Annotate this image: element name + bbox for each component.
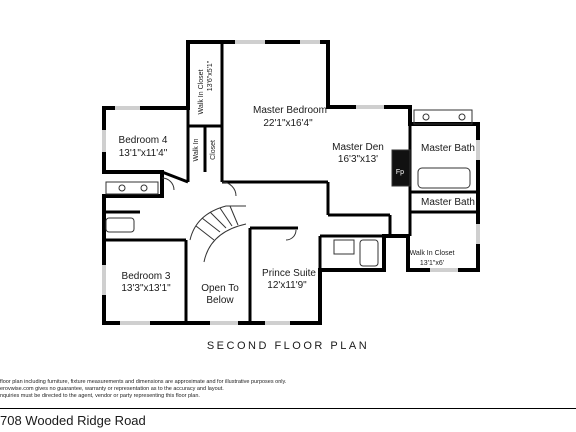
prince-suite-name: Prince Suite [262, 268, 316, 279]
disclaimer-line: floor plan including furniture, fixture … [0, 379, 287, 385]
bedroom-4-dims: 13'1"x11'4" [119, 148, 168, 159]
bedroom-4-name: Bedroom 4 [119, 135, 168, 146]
exterior-walls [102, 40, 480, 325]
master-bath-lower-name: Master Bath [421, 197, 475, 208]
disclaimer-line: nquiries must be directed to the agent, … [0, 393, 200, 399]
disclaimer-line: erovwise.com gives no guarantee, warrant… [0, 386, 224, 392]
walk-in-closet-master-name: Walk In Closet [198, 70, 205, 115]
walk-in-closet-master-dims: 13'6"x5'1" [207, 60, 214, 91]
prince-suite-dims: 12'x11'9" [267, 280, 307, 291]
windows [102, 40, 480, 325]
fixtures [105, 109, 473, 267]
open-to-below-line1: Open To [201, 283, 239, 294]
floor-plan: Walk In Closet 13'6"x5'1" Master Bedroom… [102, 40, 480, 325]
master-bedroom-name: Master Bedroom [253, 105, 327, 116]
open-to-below-line2: Below [206, 295, 234, 306]
master-bedroom-dims: 22'1"x16'4" [263, 118, 313, 129]
fireplace-label: Fp [396, 169, 404, 176]
disclaimer: floor plan including furniture, fixture … [0, 379, 576, 400]
walk-in-closet-right-dims: 13'1"x6' [420, 260, 444, 267]
bedroom-3-name: Bedroom 3 [122, 271, 171, 282]
floor-plan-drawing: Walk In Closet 13'6"x5'1" Master Bedroom… [102, 40, 480, 325]
walk-in-closet-small-line1: Walk In [193, 138, 200, 161]
interior-walls [104, 42, 478, 323]
master-den-name: Master Den [332, 142, 384, 153]
plan-title: SECOND FLOOR PLAN [206, 340, 370, 352]
property-address: 708 Wooded Ridge Road [0, 413, 146, 428]
footer-divider [0, 408, 576, 409]
walk-in-closet-small-line2: Closet [210, 140, 217, 160]
master-bath-upper-name: Master Bath [421, 143, 475, 154]
master-den-dims: 16'3"x13' [338, 154, 378, 165]
bedroom-3-dims: 13'3"x13'1" [121, 283, 171, 294]
walk-in-closet-right-name: Walk In Closet [410, 250, 455, 257]
